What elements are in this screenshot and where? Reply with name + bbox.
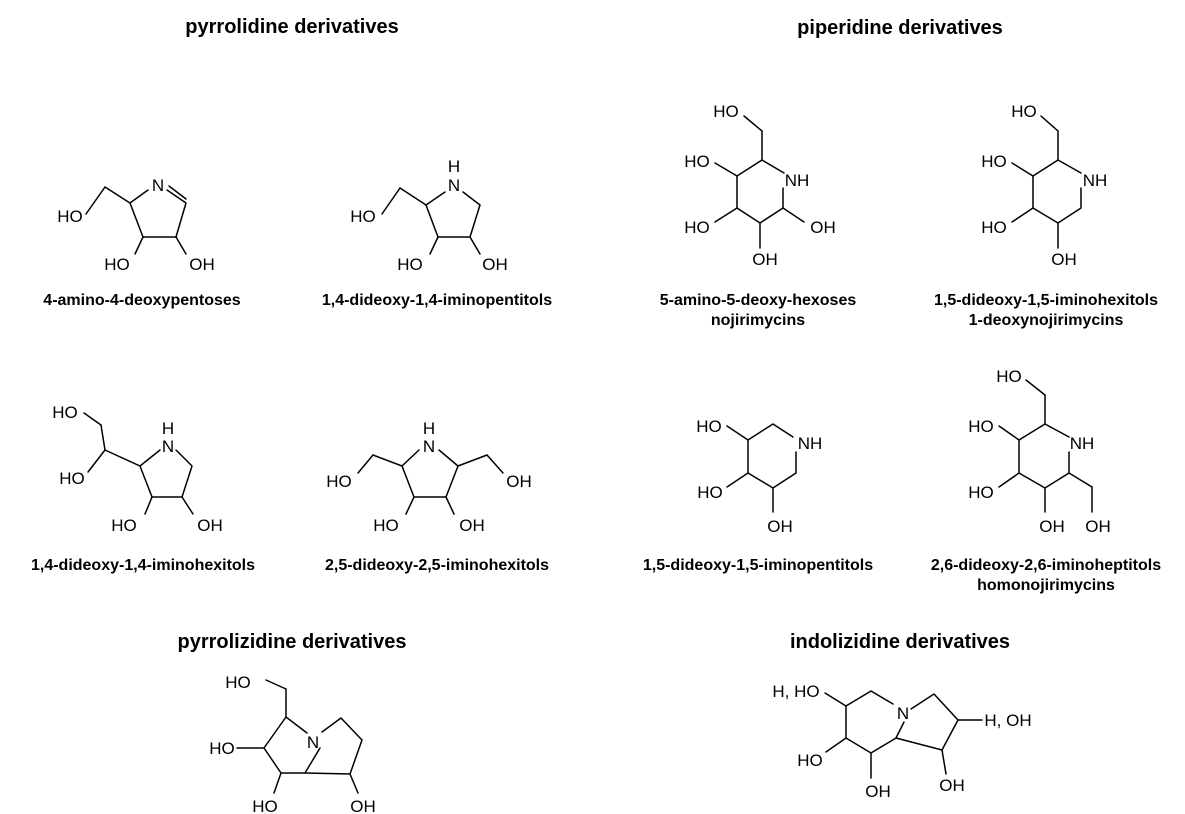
atom-oh: OH (1039, 517, 1065, 536)
atom-h: H (448, 157, 460, 176)
atom-oh: OH (767, 517, 793, 536)
caption-iminopentitols-15: 1,5-dideoxy-1,5-iminopentitols (643, 557, 873, 574)
atom-ho: HO (797, 751, 823, 770)
atom-oh: OH (1051, 250, 1077, 269)
atom-h-oh: H, OH (984, 711, 1031, 730)
atom-oh: OH (506, 472, 532, 491)
atom-oh: OH (865, 782, 891, 801)
atom-ho: HO (684, 218, 710, 237)
atom-ho: HO (59, 469, 85, 488)
heading-indolizidine: indolizidine derivatives (790, 631, 1010, 653)
atom-oh: OH (189, 255, 215, 274)
structure-iminopentitol-14: H N HO HO OH (350, 157, 508, 274)
atom-ho: HO (713, 102, 739, 121)
atom-ho: HO (697, 483, 723, 502)
caption-homonojirimycins: homonojirimycins (977, 577, 1115, 594)
atom-nh: NH (1083, 171, 1108, 190)
caption-iminohexitols-25: 2,5-dideoxy-2,5-iminohexitols (325, 557, 549, 574)
structure-deoxynojirimycin: HO HO NH HO OH (981, 102, 1107, 269)
atom-n: N (448, 176, 460, 195)
structure-aminodeoxypentose: N HO HO OH (57, 176, 215, 274)
atom-ho: HO (104, 255, 130, 274)
atom-ho: HO (968, 417, 994, 436)
caption-nojirimycins: nojirimycins (711, 312, 805, 329)
atom-nh: NH (1070, 434, 1095, 453)
atom-ho: HO (1011, 102, 1037, 121)
structure-nojirimycin: HO HO NH HO OH OH (684, 102, 836, 269)
caption-aminodeoxypentoses: 4-amino-4-deoxypentoses (43, 292, 240, 309)
atom-ho: HO (397, 255, 423, 274)
atom-ho: HO (696, 417, 722, 436)
atom-ho: HO (684, 152, 710, 171)
atom-oh: OH (350, 797, 376, 814)
atom-ho: HO (225, 673, 251, 692)
structure-homonojirimycin: HO HO NH HO OH OH (968, 367, 1111, 536)
atom-ho: HO (252, 797, 278, 814)
caption-iminohexitols-15: 1,5-dideoxy-1,5-iminohexitols (934, 292, 1158, 309)
heading-pyrrolizidine: pyrrolizidine derivatives (178, 631, 407, 653)
atom-ho: HO (52, 403, 78, 422)
atom-oh: OH (810, 218, 836, 237)
atom-n: N (307, 733, 319, 752)
structure-iminohexitol-25: H N HO OH HO OH (326, 419, 532, 535)
structure-iminopentitol-15: HO NH HO OH (696, 417, 822, 536)
atom-h: H (162, 419, 174, 438)
atom-oh: OH (939, 776, 965, 795)
atom-ho: HO (350, 207, 376, 226)
heading-piperidine: piperidine derivatives (797, 17, 1003, 39)
atom-ho: HO (326, 472, 352, 491)
structure-iminohexitol-14: H N HO HO HO OH (52, 403, 223, 535)
caption-iminopentitols-14: 1,4-dideoxy-1,4-iminopentitols (322, 292, 552, 309)
atom-ho: HO (981, 218, 1007, 237)
atom-n: N (423, 437, 435, 456)
atom-h: H (423, 419, 435, 438)
atom-n: N (162, 437, 174, 456)
atom-oh: OH (752, 250, 778, 269)
atom-ho: HO (968, 483, 994, 502)
atom-n: N (897, 704, 909, 723)
caption-deoxynojirimycins: 1-deoxynojirimycins (969, 312, 1124, 329)
caption-iminoheptitols: 2,6-dideoxy-2,6-iminoheptitols (931, 557, 1161, 574)
caption-iminohexitols-14: 1,4-dideoxy-1,4-iminohexitols (31, 557, 255, 574)
atom-ho: HO (373, 516, 399, 535)
atom-nh: NH (785, 171, 810, 190)
atom-oh: OH (482, 255, 508, 274)
atom-h-ho: H, HO (772, 682, 819, 701)
structure-indolizidine: N H, HO H, OH HO OH OH (772, 682, 1031, 801)
atom-oh: OH (1085, 517, 1111, 536)
atom-n: N (152, 176, 164, 195)
atom-ho: HO (57, 207, 83, 226)
atom-oh: OH (459, 516, 485, 535)
atom-nh: NH (798, 434, 823, 453)
atom-ho: HO (996, 367, 1022, 386)
atom-oh: OH (197, 516, 223, 535)
atom-ho: HO (111, 516, 137, 535)
structure-pyrrolizidine: N HO HO HO OH (209, 673, 376, 814)
atom-ho: HO (209, 739, 235, 758)
caption-aminodeoxyhexoses: 5-amino-5-deoxy-hexoses (660, 292, 857, 309)
heading-pyrrolidine: pyrrolidine derivatives (185, 16, 398, 38)
atom-ho: HO (981, 152, 1007, 171)
